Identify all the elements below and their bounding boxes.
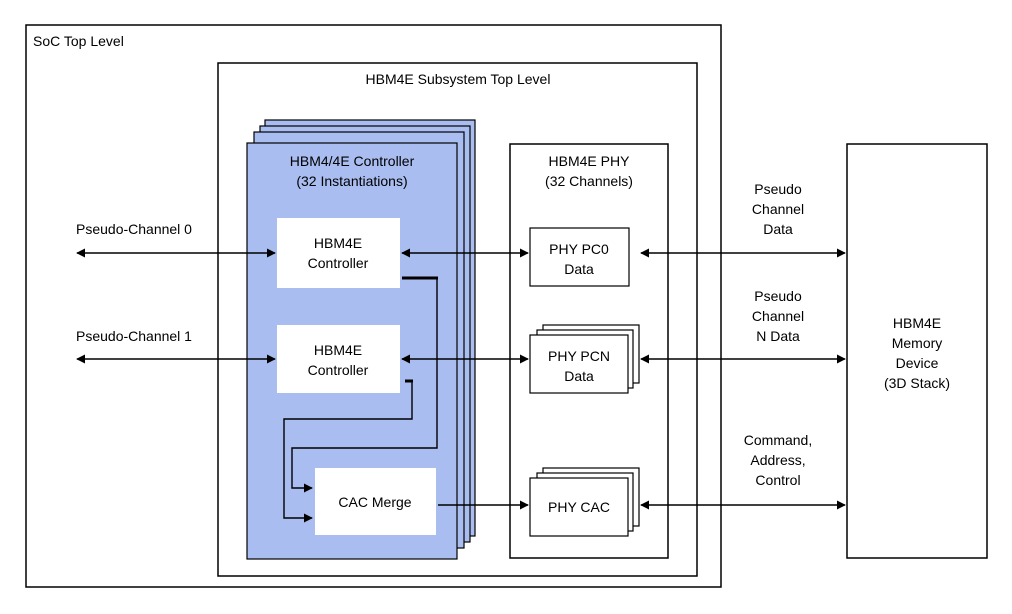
cmd-addr-ctrl-label-line1: Command, [744, 432, 812, 448]
controller-stack-title: HBM4/4E Controller [290, 153, 415, 169]
controller-1-label-line1: HBM4E [314, 342, 362, 358]
pcn-data-label-line2: Channel [752, 308, 804, 324]
controller-1-box [277, 325, 400, 393]
memory-device-label-line3: Device [896, 355, 939, 371]
pseudo-channel-0-label: Pseudo-Channel 0 [76, 221, 192, 237]
phy-block-subtitle: (32 Channels) [545, 173, 633, 189]
cac-merge-box [315, 468, 436, 535]
memory-device-label-line4: (3D Stack) [884, 375, 950, 391]
subsystem-top-level-label: HBM4E Subsystem Top Level [366, 71, 551, 87]
controller-0-label-line2: Controller [308, 255, 369, 271]
phy-block-title: HBM4E PHY [549, 153, 631, 169]
controller-0-label-line1: HBM4E [314, 235, 362, 251]
cmd-addr-ctrl-label-line2: Address, [750, 452, 805, 468]
pseudo-channel-1-label: Pseudo-Channel 1 [76, 328, 192, 344]
memory-device-label-line1: HBM4E [893, 315, 941, 331]
pc-data-label-line3: Data [763, 221, 793, 237]
controller-0-to-cac-merge-line [291, 278, 438, 493]
phy-pc0-label-line1: PHY PC0 [549, 241, 609, 257]
controller-1-label-line2: Controller [308, 362, 369, 378]
phy-pcn-label-line1: PHY PCN [548, 348, 610, 364]
controller-stack-subtitle: (32 Instantiations) [296, 173, 407, 189]
phy-pc0-box [529, 227, 630, 287]
cmd-addr-ctrl-label-line3: Control [755, 472, 800, 488]
pc-data-label-line1: Pseudo [754, 181, 802, 197]
phy-cac-box [529, 477, 629, 537]
pcn-data-label-line3: N Data [756, 328, 800, 344]
soc-top-level-label: SoC Top Level [33, 33, 124, 49]
controller-1-to-cac-merge-line [283, 381, 413, 523]
memory-device-box [846, 143, 988, 559]
pc-data-label-line2: Channel [752, 201, 804, 217]
phy-pcn-box [529, 334, 629, 394]
phy-pc0-label-line2: Data [564, 261, 594, 277]
pcn-data-label-line1: Pseudo [754, 288, 802, 304]
memory-device-label-line2: Memory [892, 335, 943, 351]
phy-cac-label: PHY CAC [548, 499, 610, 515]
phy-pcn-label-line2: Data [564, 368, 594, 384]
cac-merge-label: CAC Merge [338, 494, 411, 510]
controller-0-box [277, 218, 400, 288]
